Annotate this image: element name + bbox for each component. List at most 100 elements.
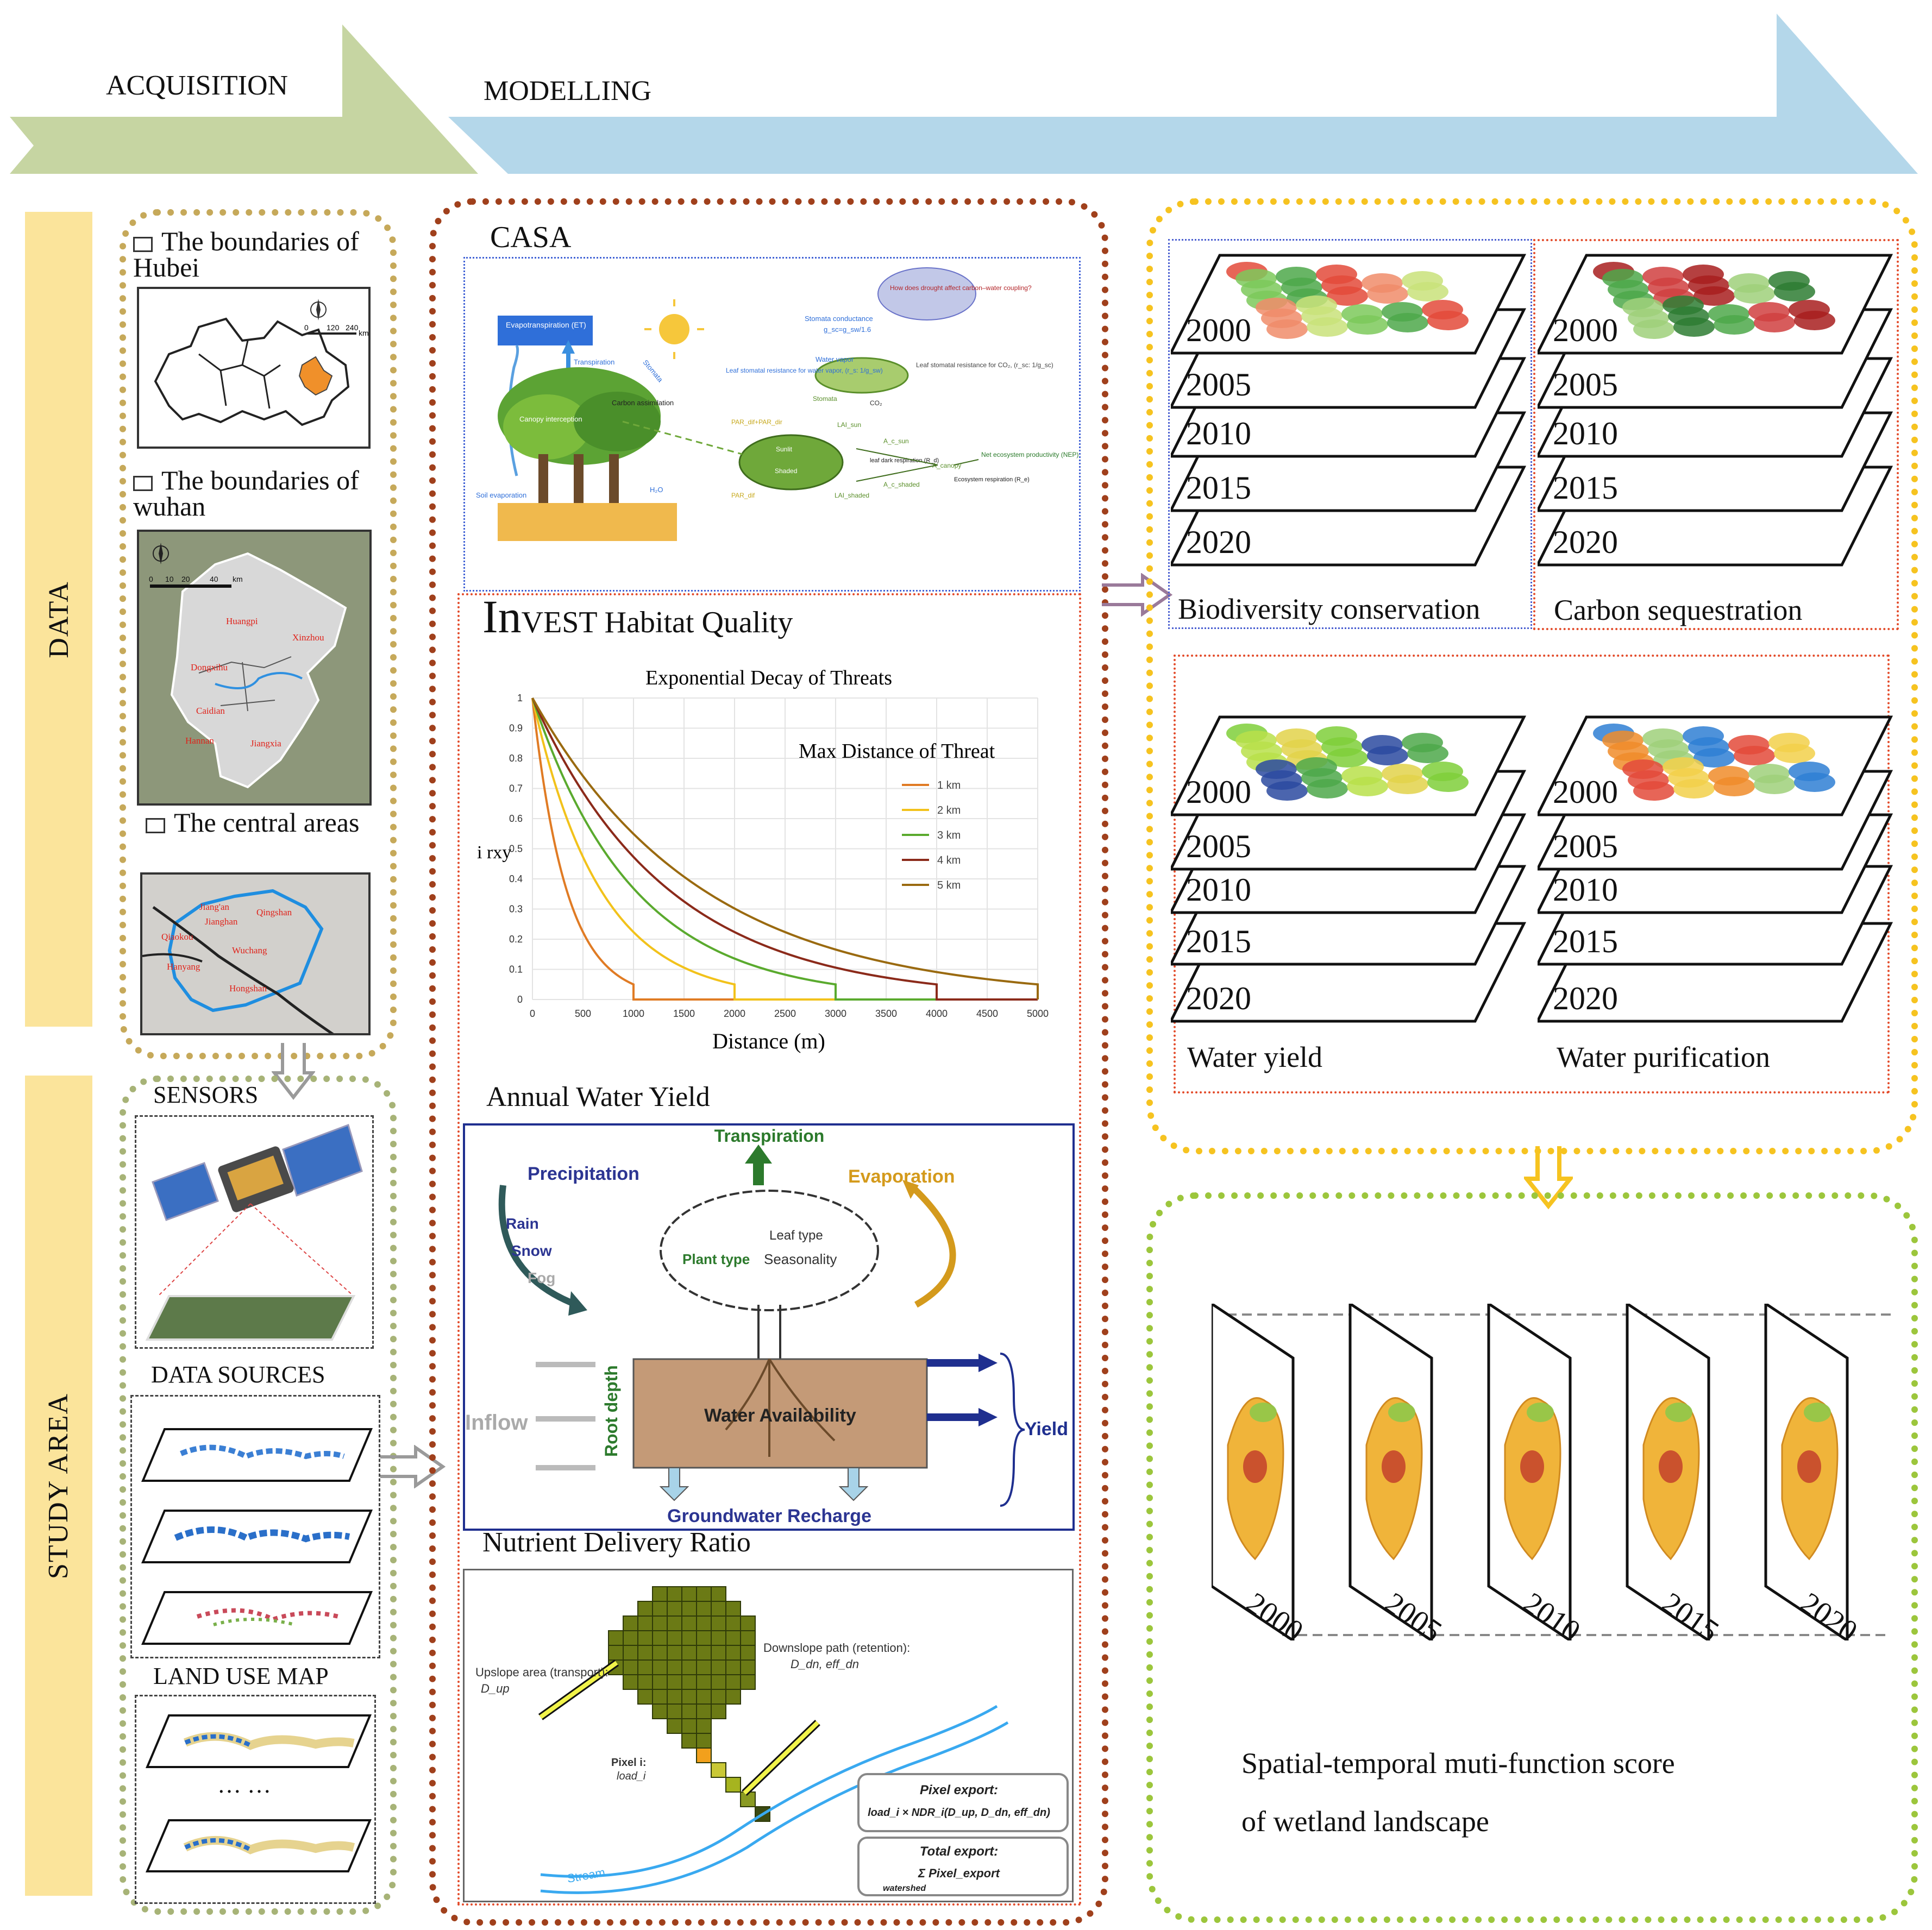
final-map-2005: 2005 bbox=[1348, 1301, 1448, 1649]
upslope-pixel bbox=[711, 1659, 726, 1675]
map-patch bbox=[1728, 735, 1770, 755]
y-tick-label: 0.2 bbox=[509, 934, 523, 945]
question-bubble bbox=[877, 267, 976, 320]
upslope-pixel bbox=[711, 1674, 726, 1690]
layer-year-label: 2005 bbox=[1553, 367, 1618, 403]
y-tick-label: 1 bbox=[517, 693, 523, 703]
compass-icon bbox=[153, 543, 169, 564]
chart-title: Exponential Decay of Threats bbox=[645, 667, 892, 689]
map-patch bbox=[1683, 265, 1724, 284]
upslope-pixel bbox=[696, 1718, 712, 1734]
svg-text:Groundwater Recharge: Groundwater Recharge bbox=[667, 1506, 871, 1526]
legend-square-icon bbox=[133, 475, 153, 491]
layer-year-label: 2020 bbox=[1553, 980, 1618, 1016]
hubei-label: The boundaries of Hubei bbox=[133, 226, 359, 282]
map-patch bbox=[1296, 296, 1337, 315]
upslope-pixel bbox=[637, 1674, 653, 1690]
compass-icon bbox=[310, 299, 327, 320]
transpiration-arrow-icon bbox=[745, 1145, 772, 1185]
upslope-pixel bbox=[637, 1615, 653, 1631]
invest-title: InVEST Habitat Quality bbox=[482, 590, 793, 643]
downslope-pixel bbox=[725, 1777, 741, 1793]
map-patch bbox=[1362, 735, 1403, 755]
upslope-pixel bbox=[696, 1630, 712, 1646]
satellite-icon bbox=[145, 1124, 363, 1341]
wuhan-label: The boundaries of wuhan bbox=[133, 465, 359, 521]
map-patch bbox=[1642, 728, 1684, 748]
svg-text:PAR_dif+PAR_dir: PAR_dif+PAR_dir bbox=[731, 418, 782, 426]
models-inner-dotted bbox=[457, 593, 1081, 1906]
upslope-pixel bbox=[725, 1615, 741, 1631]
final-map-2000: 2000 bbox=[1210, 1301, 1309, 1649]
map-patch bbox=[1402, 271, 1443, 291]
map-patch bbox=[1642, 267, 1684, 286]
layer-year-label: 2010 bbox=[1186, 416, 1251, 451]
layer-year-label: 2000 bbox=[1553, 774, 1618, 810]
svg-text:A_c_sun: A_c_sun bbox=[883, 437, 909, 445]
map-patch bbox=[1683, 726, 1724, 746]
map-patch bbox=[1382, 302, 1423, 322]
upslope-pixel bbox=[681, 1645, 697, 1661]
map-layer-2000: 2000 bbox=[1535, 254, 1893, 355]
upslope-pixel bbox=[652, 1630, 668, 1646]
water-yield-label: Water yield bbox=[1187, 1041, 1323, 1073]
map-patch bbox=[1382, 764, 1423, 783]
upslope-pixel bbox=[725, 1674, 741, 1690]
biodiversity-label: Biodiversity conservation bbox=[1178, 593, 1481, 625]
svg-text:Upslope area (transport):: Upslope area (transport): bbox=[475, 1665, 609, 1679]
sun-icon bbox=[659, 314, 689, 344]
final-map-core bbox=[1797, 1450, 1821, 1483]
upslope-pixel bbox=[696, 1601, 712, 1617]
svg-text:Qiaokou: Qiaokou bbox=[161, 932, 193, 942]
upslope-pixel bbox=[637, 1630, 653, 1646]
x-tick-label: 1500 bbox=[673, 1008, 695, 1019]
down-arrow-yellow bbox=[1524, 1146, 1573, 1210]
map-patch bbox=[1316, 265, 1357, 284]
upslope-pixel bbox=[681, 1630, 697, 1646]
layer-year-label: 2020 bbox=[1186, 980, 1251, 1016]
carbon-outline bbox=[1533, 239, 1899, 630]
map-patch bbox=[1341, 766, 1383, 785]
map-patch bbox=[1728, 273, 1770, 293]
svg-text:Evaporation: Evaporation bbox=[848, 1166, 955, 1187]
upslope-pixel bbox=[667, 1586, 682, 1602]
upslope-pixel bbox=[711, 1586, 726, 1602]
map-patch bbox=[1422, 300, 1463, 319]
map-patch bbox=[1622, 759, 1664, 779]
map-patch bbox=[1748, 764, 1790, 783]
svg-text:Yield: Yield bbox=[1025, 1419, 1068, 1439]
series-line-2km bbox=[531, 697, 1038, 1001]
acquisition-arrow bbox=[10, 24, 478, 174]
svg-text:load_i: load_i bbox=[617, 1770, 646, 1782]
right-arrow-gray bbox=[380, 1445, 446, 1488]
upslope-pixel bbox=[637, 1689, 653, 1705]
map-patch bbox=[1341, 304, 1383, 324]
svg-text:Pixel export:: Pixel export: bbox=[920, 1783, 998, 1797]
upslope-pixel bbox=[623, 1674, 638, 1690]
upslope-pixel bbox=[711, 1703, 726, 1719]
svg-text:Total export:: Total export: bbox=[920, 1844, 998, 1859]
series-line-4km bbox=[531, 697, 1038, 1001]
map-patch bbox=[1663, 296, 1704, 315]
svg-text:Plant type: Plant type bbox=[682, 1251, 750, 1267]
chart-xlabel: Distance (m) bbox=[712, 1029, 825, 1053]
layer-year-label: 2010 bbox=[1553, 872, 1618, 908]
layer-year-label: 2020 bbox=[1186, 524, 1251, 560]
upslope-pixel bbox=[623, 1630, 638, 1646]
map-patch bbox=[1276, 267, 1317, 286]
upslope-pixel bbox=[681, 1674, 697, 1690]
upslope-pixel bbox=[740, 1615, 756, 1631]
x-tick-label: 2500 bbox=[774, 1008, 796, 1019]
wuhan-highlight bbox=[298, 356, 333, 396]
svg-text:Wuchang: Wuchang bbox=[232, 945, 267, 955]
upslope-pixel bbox=[667, 1689, 682, 1705]
map-patch bbox=[1256, 298, 1297, 317]
y-tick-label: 0.7 bbox=[509, 783, 523, 794]
final-map-2010: 2010 bbox=[1487, 1301, 1586, 1649]
upslope-pixel bbox=[652, 1659, 668, 1675]
upslope-pixel bbox=[696, 1674, 712, 1690]
sensors-panel bbox=[135, 1115, 374, 1349]
map-patch bbox=[1235, 731, 1277, 750]
svg-text:Inflow: Inflow bbox=[465, 1411, 528, 1435]
